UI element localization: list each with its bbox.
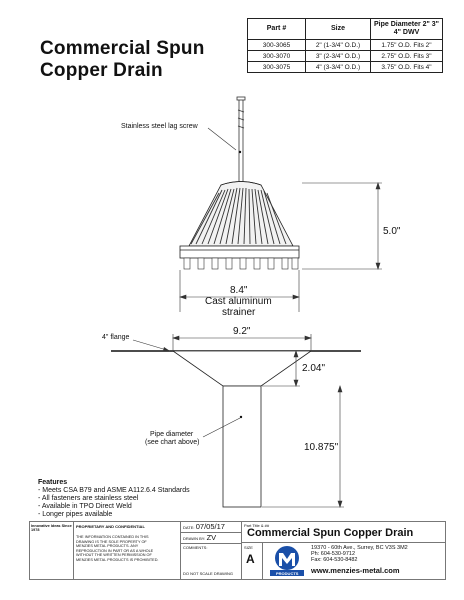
strainer-width-value: 8.4" — [230, 285, 248, 296]
height-dimension — [302, 182, 382, 270]
no-scale-label: DO NOT SCALE DRAWING — [183, 571, 234, 576]
logo-text: PRODUCTS — [276, 571, 299, 576]
height-value: 5.0" — [383, 226, 401, 237]
website-link[interactable]: www.menzies-metal.com — [311, 566, 400, 575]
notice-text: THE INFORMATION CONTAINED IN THIS DRAWIN… — [76, 535, 159, 562]
lag-screw-leader — [207, 127, 237, 151]
fax-line: Fax: 604-530-8482 — [311, 557, 358, 563]
list-item: - Meets CSA B79 and ASME A112.6.4 Standa… — [38, 487, 190, 494]
features-list: Features - Meets CSA B79 and ASME A112.6… — [38, 479, 190, 519]
header-pipe-diameter: Pipe Diameter 2" 3" 4" DWV — [370, 18, 443, 40]
drawn-by-value: ZV — [206, 533, 217, 542]
comments-label: COMMENTS: — [183, 545, 208, 550]
features-heading: Features — [38, 479, 68, 486]
spec-table: Part # Size Pipe Diameter 2" 3" 4" DWV 3… — [247, 18, 443, 73]
title-line-2: Copper Drain — [40, 60, 163, 81]
table-row: 300-3065 2" (1-3/4" O.D.) 1.75" O.D. Fit… — [247, 39, 443, 51]
pipe-length-dimension — [262, 385, 344, 508]
lag-screw-label: Stainless steel lag screw — [121, 123, 198, 130]
flange-width-dimension — [172, 334, 312, 351]
table-row: 300-3075 4" (3-3/4" O.D.) 3.75" O.D. Fit… — [247, 61, 443, 73]
size-value: A — [246, 552, 255, 566]
part-title-label: Part Title & ## — [244, 523, 270, 528]
list-item: - Longer pipes available — [38, 511, 113, 518]
drain-body — [171, 350, 313, 508]
product-name: Commercial Spun Copper Drain — [247, 527, 414, 539]
tagline: Innovative Ideas Since 1978 — [31, 524, 72, 532]
pipe-label-line-1: Pipe diameter — [150, 431, 194, 438]
strainer-dome — [179, 181, 300, 270]
strainer-label-line-1: Cast aluminum — [205, 296, 272, 307]
list-item: - Available in TPO Direct Weld — [38, 503, 132, 510]
flange-width-value: 9.2" — [233, 326, 251, 337]
company-logo: PRODUCTS — [266, 544, 308, 578]
title-block: Innovative Ideas Since 1978 PROPRIETARY … — [29, 521, 446, 580]
pipe-label-line-2: (see chart above) — [145, 439, 200, 446]
lag-screw — [236, 96, 246, 196]
cell-diameter: 3.75" O.D. Fits 4" — [370, 61, 443, 73]
pipe-diameter-leader — [202, 417, 241, 438]
proprietary-label: PROPRIETARY AND CONFIDENTIAL — [76, 524, 145, 529]
strainer-label-line-2: strainer — [222, 307, 256, 318]
flange-depth-value: 2.04" — [302, 363, 326, 374]
spec-table-header: Part # Size Pipe Diameter 2" 3" 4" DWV — [247, 18, 443, 40]
list-item: - All fasteners are stainless steel — [38, 495, 139, 502]
cell-part: 300-3075 — [247, 61, 306, 73]
date-label: DATE: — [183, 525, 195, 530]
strainer-width-dimension — [179, 270, 300, 312]
flange-label: 4" flange — [102, 334, 130, 341]
company-address: 19370 - 60th Ave., Surrey, BC V3S 3M2 Ph… — [311, 545, 408, 563]
title-line-1: Commercial Spun — [40, 38, 205, 59]
page-title: Commercial Spun Copper Drain — [40, 38, 240, 82]
size-label: SIZE — [244, 545, 253, 550]
date-value: 07/05/17 — [195, 522, 225, 531]
phone-line: Ph: 604-530-9712 — [311, 551, 356, 557]
drawn-by-label: DRAWN BY: — [183, 536, 206, 541]
flange-depth-dimension — [262, 350, 300, 387]
address-line: 19370 - 60th Ave., Surrey, BC V3S 3M2 — [311, 545, 408, 551]
pipe-length-value: 10.875" — [304, 442, 339, 453]
